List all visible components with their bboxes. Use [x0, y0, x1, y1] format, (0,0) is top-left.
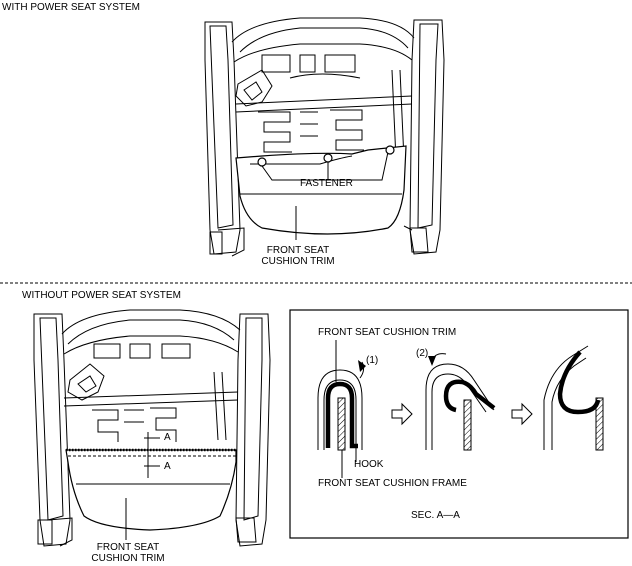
- fastener-point: [323, 153, 333, 163]
- arrow-1-head: [358, 360, 366, 372]
- detail-step-1: [317, 340, 365, 478]
- fastener-point: [257, 157, 267, 167]
- top-trim-details: [240, 151, 402, 240]
- trim-hook-2: [443, 379, 496, 413]
- trim-hook-3: [557, 350, 601, 415]
- detail-step-2: [425, 363, 495, 451]
- bottom-section-title: WITHOUT POWER SEAT SYSTEM: [22, 290, 181, 301]
- hook-label: HOOK: [354, 459, 384, 470]
- detail-frame-label: FRONT SEAT CUSHION FRAME: [318, 478, 467, 489]
- bottom-seat-frame: [33, 309, 271, 547]
- process-arrow-1: [391, 402, 413, 426]
- step-1-label: (1): [366, 355, 379, 366]
- top-trim-label: FRONT SEAT CUSHION TRIM: [248, 245, 348, 267]
- step-2-label: (2): [416, 348, 429, 359]
- arrow-2-head: [428, 356, 436, 366]
- bottom-trim-label-line2: CUSHION TRIM: [91, 553, 165, 564]
- fastener-point: [385, 145, 395, 155]
- top-cushion-trim: [235, 145, 407, 235]
- bottom-cushion-trim: [65, 449, 237, 531]
- top-trim-label-line1: FRONT SEAT: [266, 245, 330, 256]
- bottom-trim-label-line1: FRONT SEAT: [96, 542, 160, 553]
- detail-box: [289, 309, 629, 539]
- top-trim-label-line2: CUSHION TRIM: [261, 256, 335, 267]
- section-mark-upper: A: [164, 432, 171, 443]
- detail-step-3: [543, 345, 604, 451]
- process-arrow-2: [511, 402, 533, 426]
- fastener-label: FASTENER: [300, 178, 353, 189]
- section-mark-lower: A: [164, 461, 171, 472]
- fastener-circles: [257, 145, 395, 167]
- detail-trim-label: FRONT SEAT CUSHION TRIM: [318, 327, 457, 338]
- bottom-trim-details: [66, 432, 236, 540]
- section-a-a-label: SEC. A—A: [411, 510, 460, 521]
- trim-hook-1: [325, 381, 358, 449]
- top-section-title: WITH POWER SEAT SYSTEM: [2, 2, 140, 13]
- top-seat-frame: [204, 17, 445, 257]
- bottom-trim-label: FRONT SEAT CUSHION TRIM: [78, 542, 178, 564]
